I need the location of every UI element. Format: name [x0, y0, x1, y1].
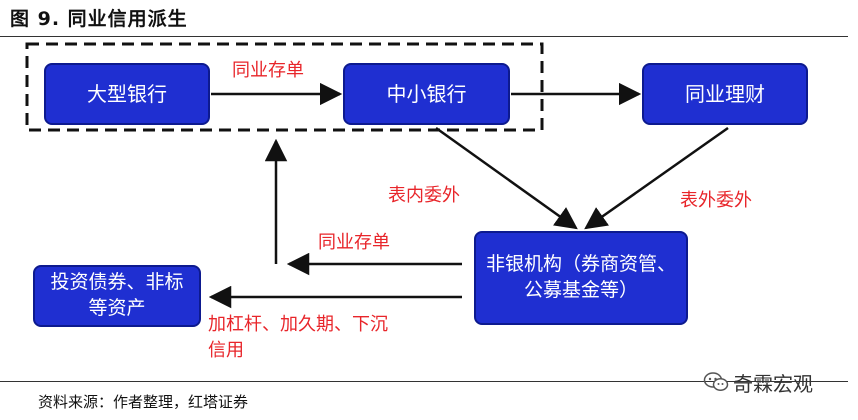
bank-group-dashed-frame [25, 42, 544, 132]
edge-label-large-to-small: 同业存单 [232, 60, 304, 81]
node-small-banks: 中小银行 [343, 63, 510, 125]
edge-label-line-2: 信用 [208, 340, 244, 361]
node-large-banks: 大型银行 [44, 63, 210, 125]
watermark-text: 奇霖宏观 [733, 371, 813, 396]
edge-label-nonbank-to-small: 同业存单 [318, 232, 390, 253]
source-note: 资料来源：作者整理，红塔证券 [38, 393, 249, 411]
arrow-small-to-nonbank [435, 126, 578, 230]
node-interbank-wm: 同业理财 [642, 63, 808, 125]
edge-label-wm-to-nonbank: 表外委外 [680, 190, 752, 211]
watermark: 奇霖宏观 [703, 368, 813, 396]
wechat-icon [703, 372, 729, 392]
bottom-rule [0, 381, 848, 382]
edge-label-small-to-nonbank: 表内委外 [388, 185, 460, 206]
top-rule [0, 36, 848, 37]
arrow-wm-to-nonbank [584, 126, 729, 230]
figure-title: 图 9. 同业信用派生 [10, 8, 188, 30]
node-investment: 投资债券、非标等资产 [33, 265, 201, 327]
edge-label-nonbank-to-invest: 加杠杆、加久期、下沉 信用 [208, 312, 388, 364]
node-nonbank: 非银机构（券商资管、公募基金等） [474, 231, 688, 325]
edge-label-line-1: 加杠杆、加久期、下沉 [208, 314, 388, 335]
